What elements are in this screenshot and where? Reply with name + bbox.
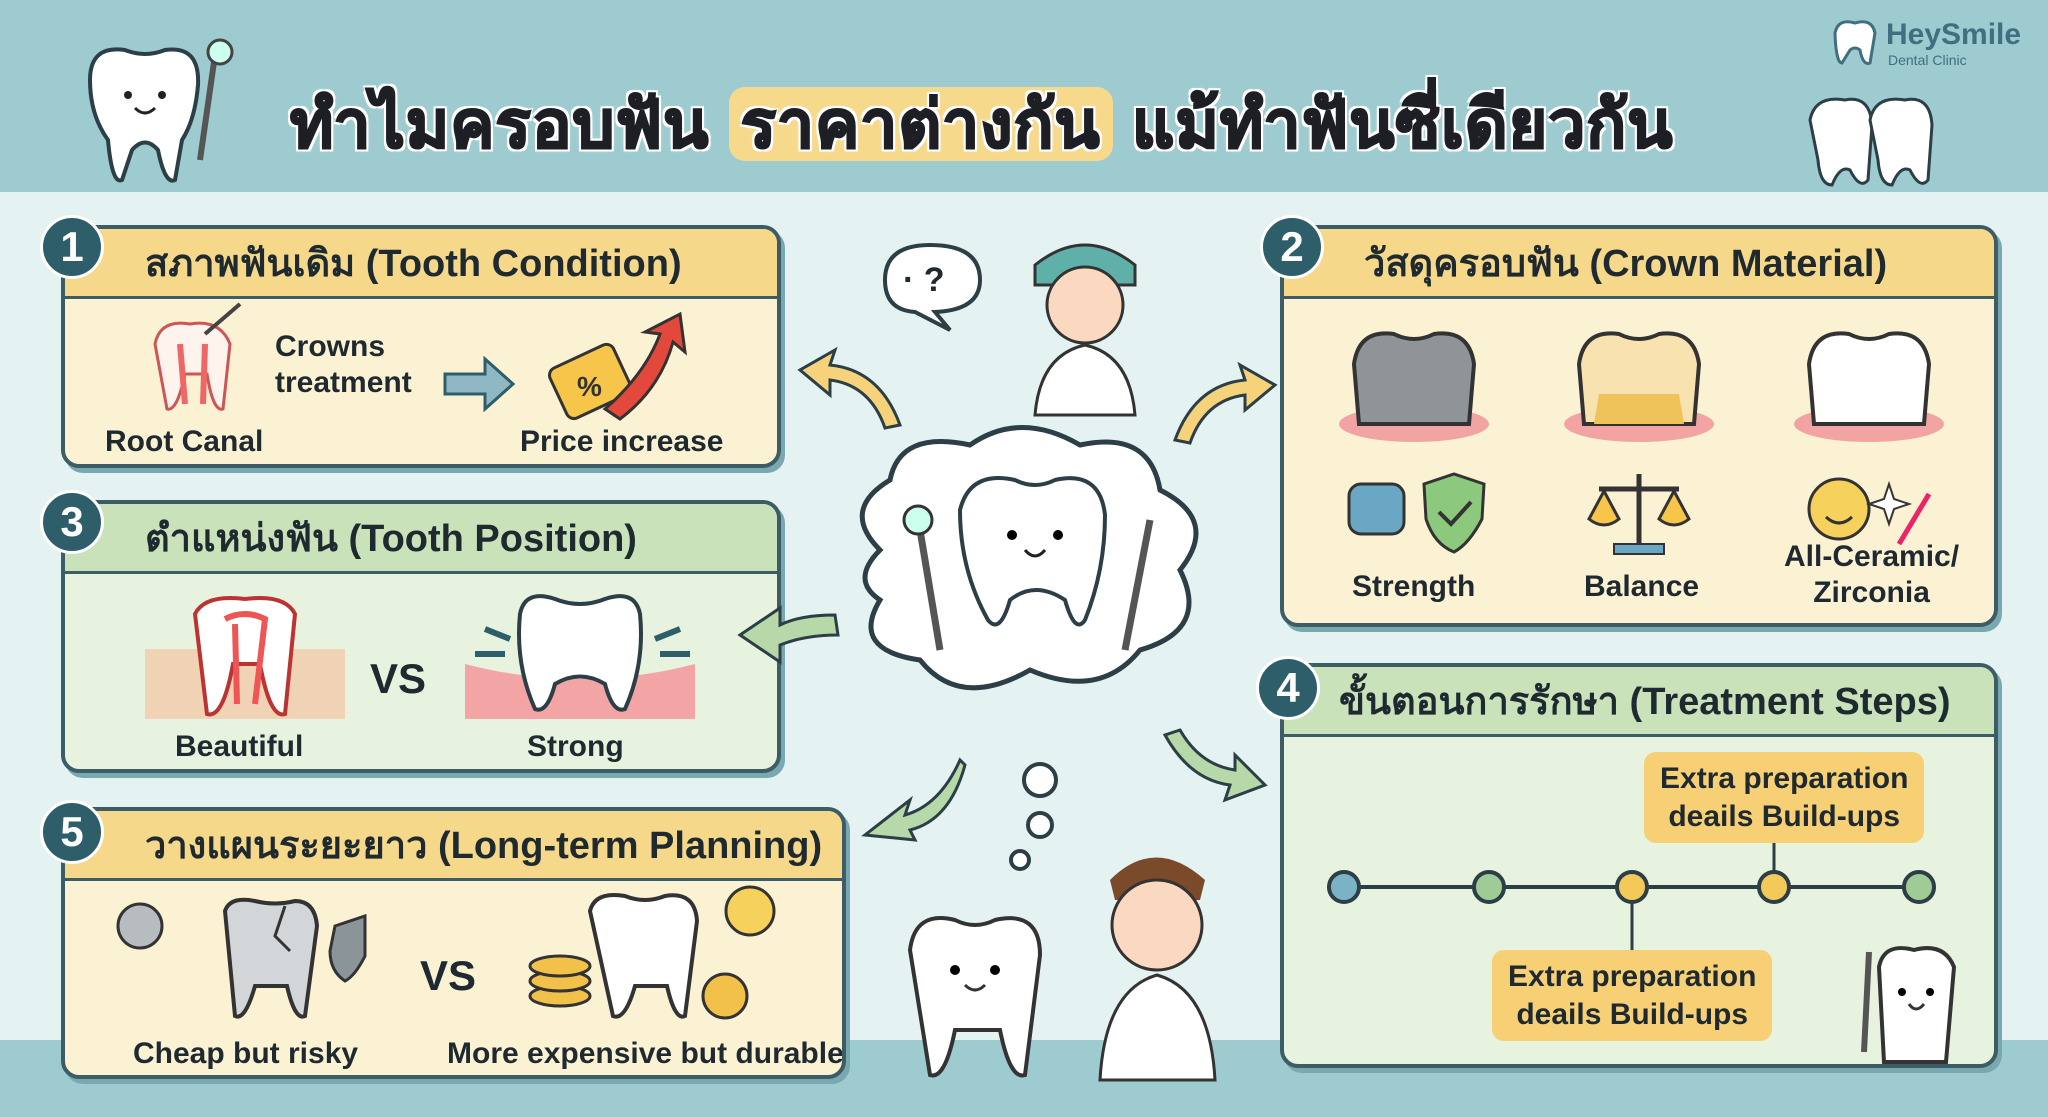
vs-label: VS xyxy=(370,655,427,702)
step-note-top: Extra preparation deails Build-ups xyxy=(1644,752,1925,843)
brand-name: HeySmile xyxy=(1886,18,2022,51)
timeline-step-3 xyxy=(1615,870,1649,904)
thought-cloud-tooth-icon xyxy=(859,425,1199,691)
crowns-treatment-label: Crowns treatment xyxy=(275,330,412,399)
page-title: ทำไมครอบฟัน ราคาต่างกัน แม้ทำฟันซี่เดียว… xyxy=(289,86,1674,162)
panel-title: สภาพฟันเดิม (Tooth Condition) xyxy=(65,229,777,299)
timeline-step-5 xyxy=(1902,870,1936,904)
panel-title: วัสดุครอบฟัน (Crown Material) xyxy=(1284,229,1994,299)
root-canal-label: Root Canal xyxy=(105,425,264,458)
molar-compression-icon xyxy=(465,594,695,719)
two-teeth-mascot-icon xyxy=(1808,97,1934,187)
balance-label: Balance xyxy=(1584,570,1700,603)
tooth-logo-icon xyxy=(1833,20,1877,65)
panel-5-number: 5 xyxy=(40,800,104,864)
pfm-crown-icon xyxy=(1564,331,1714,442)
balance-scale-icon xyxy=(1587,474,1691,555)
root-canal-icon xyxy=(153,302,242,411)
smile-sparkle-icon xyxy=(1807,477,1932,546)
speech-bubble-icon xyxy=(882,242,983,332)
durable-tooth-coins-icon xyxy=(528,885,776,1020)
expensive-durable-label: More expensive but durable xyxy=(447,1037,844,1070)
arrow-to-panel-4-icon xyxy=(1162,728,1268,803)
panel-tooth-position: ตำแหน่งฟัน (Tooth Position) VS Beautiful… xyxy=(61,500,781,773)
price-tag-up-icon: % xyxy=(547,311,687,421)
tooth-mascot-icon xyxy=(87,38,234,183)
front-tooth-cross-section-icon xyxy=(145,596,345,719)
arrow-to-panel-1-icon xyxy=(797,346,903,430)
timeline xyxy=(1327,817,1936,952)
arrow-to-panel-5-icon xyxy=(861,757,967,842)
female-dentist-icon xyxy=(1033,243,1137,417)
cracked-tooth-icon xyxy=(116,897,367,1019)
panel-4-number: 4 xyxy=(1256,656,1320,720)
panel-title: วางแผนระยะยาว (Long-term Planning) xyxy=(65,811,842,881)
step-note-bottom: Extra preparation deails Build-ups xyxy=(1492,950,1773,1041)
fist-shield-icon xyxy=(1347,472,1486,554)
beautiful-label: Beautiful xyxy=(175,730,304,763)
panel-title: ตำแหน่งฟัน (Tooth Position) xyxy=(65,504,777,574)
panel-2-number: 2 xyxy=(1260,215,1324,279)
thought-dots xyxy=(1009,762,1058,871)
panel-crown-material: วัสดุครอบฟัน (Crown Material) Strength B… xyxy=(1280,225,1998,627)
brand-subtitle: Dental Clinic xyxy=(1888,52,1967,68)
timeline-step-1 xyxy=(1327,870,1361,904)
panel-title: ขั้นตอนการรักษา (Treatment Steps) xyxy=(1284,667,1994,737)
tooth-with-probe-icon xyxy=(1861,946,1957,1064)
arrow-to-panel-2-icon xyxy=(1172,361,1278,445)
arrow-right-icon xyxy=(443,355,516,413)
panel-long-term-planning: วางแผนระยะยาว (Long-term Planning) VS Ch… xyxy=(61,807,846,1079)
tooth-mascot-bottom-icon xyxy=(907,916,1043,1078)
male-dentist-icon xyxy=(1098,857,1217,1082)
ceramic-crown-icon xyxy=(1794,331,1944,442)
panel-tooth-condition: สภาพฟันเดิม (Tooth Condition) Crowns tre… xyxy=(61,225,781,468)
panel-1-number: 1 xyxy=(40,215,104,279)
cheap-but-risky-label: Cheap but risky xyxy=(133,1037,359,1070)
metal-crown-icon xyxy=(1339,331,1489,442)
brand-logo: HeySmile Dental Clinic xyxy=(1830,18,2021,68)
all-ceramic-zirconia-label: All-Ceramic/ Zirconia xyxy=(1784,540,1960,609)
vs-label: VS xyxy=(420,952,477,999)
price-increase-label: Price increase xyxy=(520,425,724,458)
strong-label: Strong xyxy=(527,730,624,763)
panel-3-number: 3 xyxy=(40,490,104,554)
panel-treatment-steps: ขั้นตอนการรักษา (Treatment Steps) Extra … xyxy=(1280,663,1998,1068)
svg-text:%: % xyxy=(577,371,602,402)
speech-bubble-text: · ? xyxy=(903,261,945,299)
strength-label: Strength xyxy=(1352,570,1476,603)
arrow-to-panel-3-icon xyxy=(737,605,840,665)
timeline-step-2 xyxy=(1472,870,1506,904)
timeline-step-4 xyxy=(1757,870,1791,904)
